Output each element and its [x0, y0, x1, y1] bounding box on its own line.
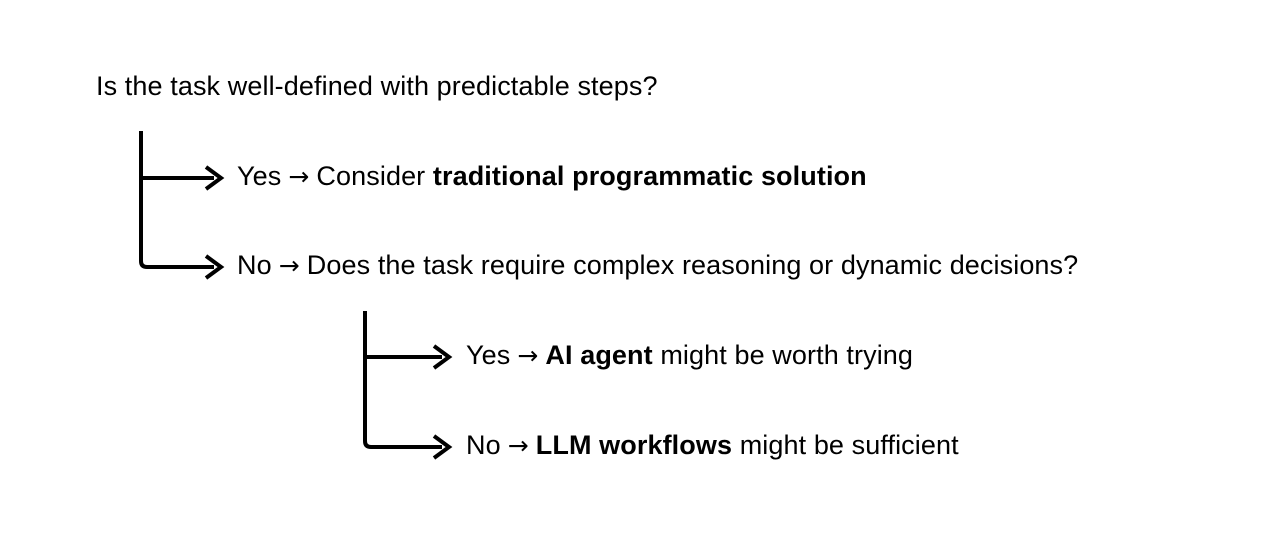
level1-no-label: No→Does the task require complex reasoni… [237, 252, 1078, 279]
level2-yes-emphasis: AI agent [545, 340, 653, 370]
level1-trunk-path [139, 131, 214, 269]
inline-arrow-icon: → [517, 341, 539, 370]
inline-arrow-icon: → [288, 162, 310, 191]
level2-trunk-path [363, 311, 442, 449]
level1-yes-label: Yes→Consider traditional programmatic so… [237, 163, 867, 190]
level2-no-answer: No [466, 430, 501, 460]
level1-no-arrowhead-icon [204, 254, 225, 280]
level1-yes-text-before: Consider [316, 161, 433, 191]
inline-arrow-icon: → [278, 251, 300, 280]
level2-yes-arrowhead-icon [432, 344, 453, 370]
level2-yes-answer: Yes [466, 340, 511, 370]
level2-no-arrowhead-icon [432, 434, 453, 460]
level1-yes-arrowhead-icon [204, 165, 225, 191]
level1-no-answer: No [237, 250, 272, 280]
level2-no-text-after: might be sufficient [732, 430, 959, 460]
level1-no-text-before: Does the task require complex reasoning … [306, 250, 1079, 280]
level2-yes-label: Yes→AI agent might be worth trying [466, 342, 913, 369]
level2-no-emphasis: LLM workflows [535, 430, 733, 460]
inline-arrow-icon: → [507, 431, 529, 460]
level2-yes-text-after: might be worth trying [652, 340, 914, 370]
root-question-text: Is the task well-defined with predictabl… [96, 71, 658, 101]
level2-no-label: No→LLM workflows might be sufficient [466, 432, 959, 459]
level1-yes-emphasis: traditional programmatic solution [432, 161, 867, 191]
level1-yes-answer: Yes [237, 161, 282, 191]
